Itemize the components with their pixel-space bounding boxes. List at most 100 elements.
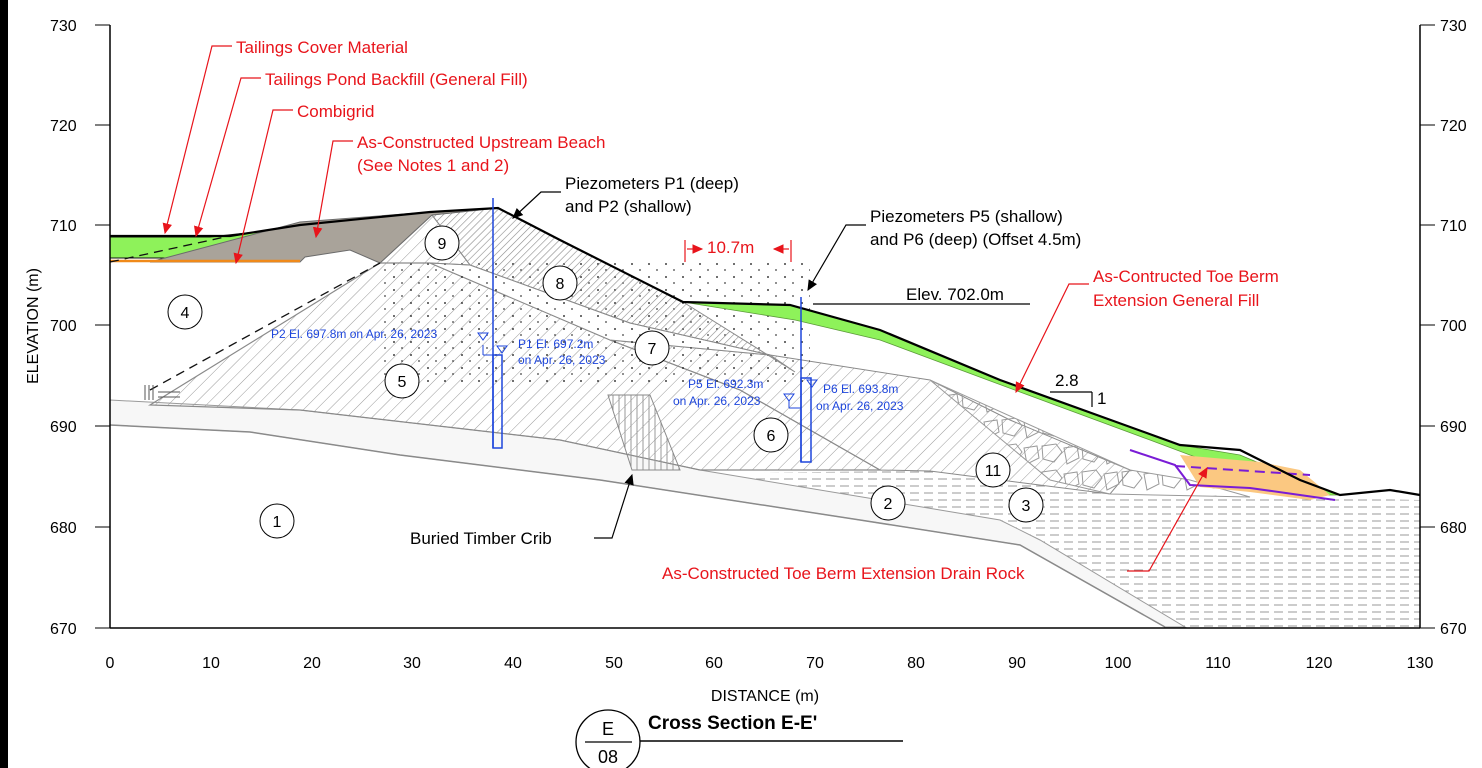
p5-reading-line2: on Apr. 26, 2023 <box>673 394 761 408</box>
dashed-phreatic-1 <box>109 236 226 263</box>
label-slope-h: 2.8 <box>1055 371 1079 390</box>
label-pond-backfill: Tailings Pond Backfill (General Fill) <box>265 70 528 89</box>
label-piezo-p1p2-2: and P2 (shallow) <box>565 197 692 216</box>
p1-reading-line2: on Apr. 26, 2023 <box>518 353 606 367</box>
upstream-beach-fill <box>149 207 499 264</box>
x-tick-120: 120 <box>1306 655 1333 672</box>
zone-marker-6: 6 <box>753 417 789 453</box>
p6-reading-line1: P6 El. 693.8m <box>823 382 898 396</box>
x-tick-labels: 0 10 20 30 40 50 60 70 80 90 100 110 120… <box>106 655 1434 672</box>
y-tick-670-left: 670 <box>50 621 77 638</box>
y-tick-700-right: 700 <box>1440 318 1467 335</box>
svg-text:11: 11 <box>985 463 1002 480</box>
x-tick-0: 0 <box>106 655 115 672</box>
zone-11-layer <box>929 379 1251 498</box>
x-tick-10: 10 <box>202 655 220 672</box>
y-tick-730-right: 730 <box>1440 18 1467 35</box>
section-title-block: E 08 Cross Section E-E' <box>575 709 903 768</box>
piezo-readings: P2 El. 697.8m on Apr. 26, 2023 P1 El. 69… <box>271 327 904 413</box>
y-tick-670-right: 670 <box>1440 621 1467 638</box>
label-combigrid: Combigrid <box>297 102 374 121</box>
label-slope-v: 1 <box>1097 389 1106 408</box>
label-piezo-p5p6-2: and P6 (deep) (Offset 4.5m) <box>870 230 1081 249</box>
x-tick-20: 20 <box>303 655 321 672</box>
drain-rock-fill <box>1180 455 1330 500</box>
buried-crib-shape <box>607 394 681 471</box>
p1-reading-line1: P1 El. 697.2m <box>518 337 593 351</box>
y-axis-title: ELEVATION (m) <box>25 268 42 384</box>
left-frame-bar <box>0 0 8 768</box>
svg-text:6: 6 <box>767 428 776 445</box>
label-upstream-beach-1: As-Constructed Upstream Beach <box>357 133 606 152</box>
zone-marker-5: 5 <box>384 363 420 399</box>
zone-marker-4: 4 <box>167 294 203 330</box>
x-tick-60: 60 <box>705 655 723 672</box>
svg-text:4: 4 <box>181 305 190 322</box>
section-bubble-top: E <box>602 719 614 739</box>
svg-text:8: 8 <box>556 276 565 293</box>
black-annotations: Piezometers P1 (deep) and P2 (shallow) P… <box>410 174 1106 548</box>
y-tick-labels-right: 730 720 710 700 690 680 670 <box>1440 18 1467 638</box>
zone-marker-3: 3 <box>1008 487 1044 523</box>
y-tick-720-right: 720 <box>1440 118 1467 135</box>
x-tick-110: 110 <box>1205 655 1231 672</box>
zone-marker-7: 7 <box>634 330 670 366</box>
piezometers <box>477 198 818 463</box>
zone-marker-1: 1 <box>259 503 295 539</box>
zone-marker-2: 2 <box>870 485 906 521</box>
svg-text:7: 7 <box>648 341 657 358</box>
x-tick-70: 70 <box>806 655 824 672</box>
y-tick-720-left: 720 <box>50 118 77 135</box>
p5-reading-line1: P5 El. 692.3m <box>688 377 763 391</box>
svg-text:3: 3 <box>1022 498 1031 515</box>
purple-drain-line <box>1129 449 1336 501</box>
x-tick-90: 90 <box>1008 655 1026 672</box>
dashed-phreatic-2 <box>149 262 381 391</box>
y-tick-730-left: 730 <box>50 18 77 35</box>
lower-boundary-line <box>109 424 1166 628</box>
p2-reading: P2 El. 697.8m on Apr. 26, 2023 <box>271 327 437 341</box>
y-tick-710-right: 710 <box>1440 218 1467 235</box>
y-tick-labels-left: 730 720 710 700 690 680 670 <box>50 18 77 638</box>
label-tailings-cover: Tailings Cover Material <box>236 38 408 57</box>
svg-text:1: 1 <box>273 514 282 531</box>
x-tick-40: 40 <box>504 655 522 672</box>
red-leaders <box>162 45 1208 572</box>
section-title: Cross Section E-E' <box>648 713 817 734</box>
black-leaders <box>512 191 1093 539</box>
y-tick-710-left: 710 <box>50 218 77 235</box>
svg-text:9: 9 <box>438 236 447 253</box>
zone-marker-9: 9 <box>424 225 460 261</box>
x-tick-130: 130 <box>1407 655 1434 672</box>
section-bubble-bottom: 08 <box>598 747 618 767</box>
zone-marker-11: 11 <box>975 452 1011 488</box>
y-tick-680-left: 680 <box>50 520 77 537</box>
left-hatch-symbol <box>144 385 180 400</box>
label-piezo-p1p2-1: Piezometers P1 (deep) <box>565 174 739 193</box>
x-axis-title: DISTANCE (m) <box>711 688 819 705</box>
label-elev-702: Elev. 702.0m <box>906 285 1004 304</box>
label-dim-10-7: 10.7m <box>707 238 754 257</box>
x-tick-50: 50 <box>605 655 623 672</box>
y-tick-690-right: 690 <box>1440 419 1467 436</box>
label-toe-berm-fill-1: As-Contructed Toe Berm <box>1093 267 1279 286</box>
label-piezo-p5p6-1: Piezometers P5 (shallow) <box>870 207 1063 226</box>
zone-markers: 1 2 3 4 5 6 7 8 9 11 <box>167 225 1044 539</box>
ground-surface-line <box>110 206 1421 497</box>
x-tick-30: 30 <box>403 655 421 672</box>
y-tick-700-left: 700 <box>50 318 77 335</box>
axis-frame <box>95 24 1435 629</box>
zone-3-layer <box>700 471 1420 627</box>
label-toe-berm-fill-2: Extension General Fill <box>1093 291 1259 310</box>
label-drain-rock: As-Constructed Toe Berm Extension Drain … <box>662 564 1025 583</box>
x-tick-100: 100 <box>1105 655 1132 672</box>
y-tick-690-left: 690 <box>50 419 77 436</box>
svg-text:2: 2 <box>884 496 893 513</box>
svg-text:5: 5 <box>398 374 407 391</box>
x-tick-80: 80 <box>907 655 925 672</box>
y-tick-680-right: 680 <box>1440 520 1467 537</box>
p6-reading-line2: on Apr. 26, 2023 <box>816 399 904 413</box>
zone-marker-8: 8 <box>542 265 578 301</box>
label-buried-crib: Buried Timber Crib <box>410 529 552 548</box>
